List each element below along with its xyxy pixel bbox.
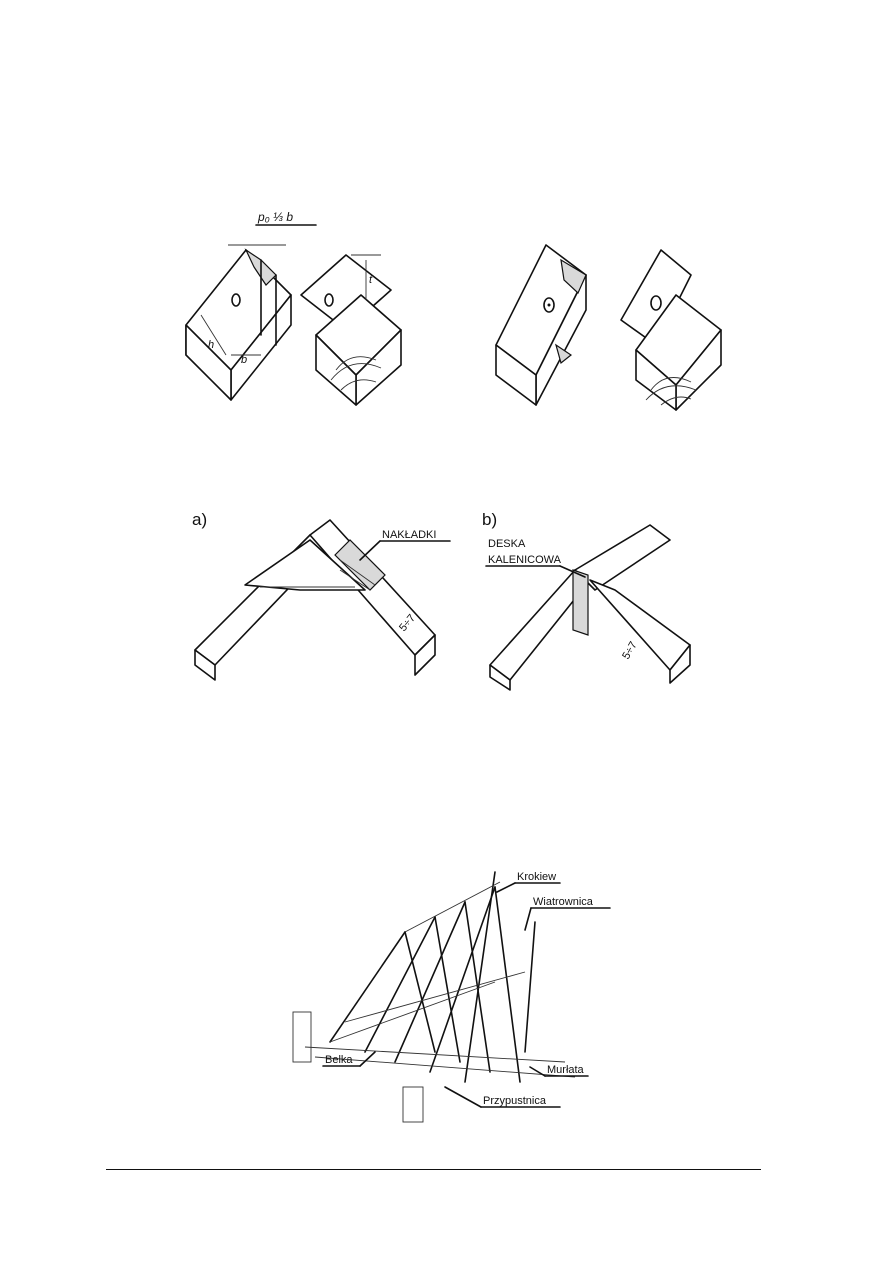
notched-block-left — [185, 244, 292, 401]
label-belka: Belka — [325, 1054, 353, 1066]
label-przypustnica: Przypustnica — [483, 1095, 547, 1107]
t-label: t — [369, 274, 373, 286]
b-label: b — [241, 354, 247, 366]
h-label: h — [208, 339, 214, 351]
dimension-label: p₀ ⅓ b — [257, 210, 293, 224]
panel-b-label: b) — [482, 510, 497, 529]
notched-block-right — [300, 254, 402, 406]
lap-block-third — [495, 244, 587, 406]
timber-joints-figure: p₀ ⅓ b h b t — [185, 210, 722, 411]
panel-b: b) DESKA KALENICOWA 5÷7 — [482, 510, 691, 691]
roof-structure-figure: Krokiew Wiatrownica Belka Murłata Przypu… — [292, 871, 611, 1123]
nakladki-callout: NAKŁADKI — [382, 529, 436, 541]
deska-callout-1: DESKA — [488, 538, 526, 550]
footer-rule — [106, 1169, 761, 1170]
dimension-b: 5÷7 — [620, 640, 640, 662]
label-wiatrownica: Wiatrownica — [533, 896, 594, 908]
label-murlata: Murłata — [547, 1064, 585, 1076]
panel-a-label: a) — [192, 510, 207, 529]
label-krokiew: Krokiew — [517, 871, 556, 883]
deska-callout-2: KALENICOWA — [488, 554, 562, 566]
panel-a: a) NAKŁADKI 5÷7 — [192, 510, 451, 681]
rafters — [292, 871, 576, 1123]
lap-block-fourth — [620, 249, 722, 411]
ridge-connections-figure: a) NAKŁADKI 5÷7 b) DESKA KALENICOWA 5÷7 — [192, 510, 691, 691]
